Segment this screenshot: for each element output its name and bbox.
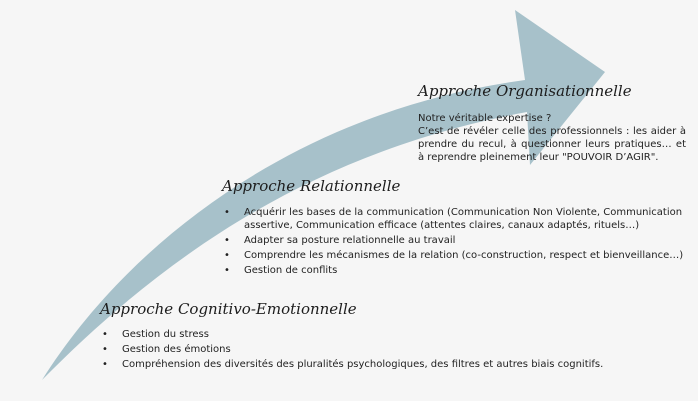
relationnelle-title: Approche Relationnelle	[222, 177, 401, 195]
cognitivo-list: Gestion du stress Gestion des émotions C…	[100, 328, 690, 373]
arrow-shape	[42, 10, 605, 380]
relationnelle-list: Acquérir les bases de la communication (…	[222, 206, 688, 279]
relationnelle-item: Gestion de conflits	[222, 264, 688, 277]
cognitivo-item: Gestion du stress	[100, 328, 690, 341]
relationnelle-item: Acquérir les bases de la communication (…	[222, 206, 688, 232]
cognitivo-item: Gestion des émotions	[100, 343, 690, 356]
organisationnelle-line-2: C’est de révéler celle des professionnel…	[418, 126, 686, 163]
cognitivo-item: Compréhension des diversités des plurali…	[100, 358, 690, 371]
organisationnelle-line-1: Notre véritable expertise ?	[418, 113, 552, 124]
relationnelle-item: Adapter sa posture relationnelle au trav…	[222, 234, 688, 247]
organisationnelle-title: Approche Organisationnelle	[418, 82, 632, 100]
organisationnelle-text: Notre véritable expertise ? C’est de rév…	[418, 112, 686, 164]
cognitivo-title: Approche Cognitivo-Emotionnelle	[100, 300, 357, 318]
relationnelle-item: Comprendre les mécanismes de la relation…	[222, 249, 688, 262]
